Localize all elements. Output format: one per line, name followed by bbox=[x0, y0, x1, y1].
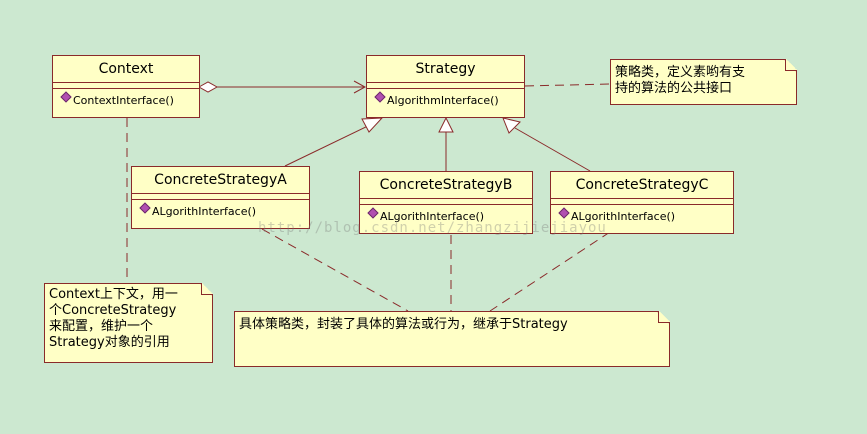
context-attributes bbox=[53, 83, 199, 89]
watermark-text: http://blog.csdn.net/zhangzijiejiayou bbox=[258, 220, 607, 236]
context-note-line: 个ConcreteStrategy bbox=[49, 303, 177, 318]
aggregation-arrowhead bbox=[353, 80, 367, 94]
context-class[interactable]: Context ContextInterface() bbox=[52, 55, 200, 118]
note-anchor-concrete-c bbox=[489, 231, 611, 312]
strategy-operation: AlgorithmInterface() bbox=[367, 89, 524, 107]
concrete-strategy-c-operation-label: ALgorithInterface() bbox=[571, 210, 676, 223]
concrete-strategy-b-class[interactable]: ConcreteStrategyB ALgorithInterface() bbox=[359, 171, 533, 234]
note-fold-corner bbox=[201, 283, 213, 295]
operation-icon bbox=[60, 91, 72, 103]
inherit-triangle-b bbox=[438, 116, 454, 133]
context-note[interactable]: Context上下文，用一 个ConcreteStrategy 来配置，维护一个… bbox=[44, 283, 213, 363]
operation-icon bbox=[558, 207, 570, 219]
concrete-strategy-b-attributes bbox=[360, 199, 532, 205]
concrete-strategy-c-attributes bbox=[551, 199, 733, 205]
concrete-strategy-a-attributes bbox=[132, 194, 309, 200]
concrete-strategy-c-class[interactable]: ConcreteStrategyC ALgorithInterface() bbox=[550, 171, 734, 234]
strategy-note-line: 策略类，定义素哟有支 bbox=[615, 65, 746, 80]
concrete-strategy-b-name: ConcreteStrategyB bbox=[360, 172, 532, 199]
aggregation-diamond bbox=[197, 81, 219, 93]
concrete-strategy-b-operation: ALgorithInterface() bbox=[360, 205, 532, 223]
operation-icon bbox=[374, 91, 386, 103]
concrete-strategy-c-name: ConcreteStrategyC bbox=[551, 172, 733, 199]
concrete-strategy-a-name: ConcreteStrategyA bbox=[132, 167, 309, 194]
concrete-strategy-c-operation: ALgorithInterface() bbox=[551, 205, 733, 223]
concrete-strategy-a-class[interactable]: ConcreteStrategyA ALgorithInterface() bbox=[131, 166, 310, 229]
inherit-triangle-a bbox=[361, 117, 384, 133]
context-note-line: Context上下文，用一 bbox=[49, 287, 178, 302]
strategy-class-name: Strategy bbox=[367, 56, 524, 83]
concrete-strategy-b-operation-label: ALgorithInterface() bbox=[380, 210, 485, 223]
strategy-attributes bbox=[367, 83, 524, 89]
concrete-strategy-note-line: 具体策略类，封装了具体的算法或行为，继承于Strategy bbox=[239, 317, 568, 332]
strategy-class[interactable]: Strategy AlgorithmInterface() bbox=[366, 55, 525, 118]
note-anchor-strategy bbox=[524, 83, 611, 87]
context-operation: ContextInterface() bbox=[53, 89, 199, 107]
note-anchor-concrete-a bbox=[261, 228, 409, 312]
context-class-name: Context bbox=[53, 56, 199, 83]
note-fold-corner bbox=[785, 59, 797, 71]
operation-icon bbox=[367, 207, 379, 219]
concrete-strategy-a-operation-label: ALgorithInterface() bbox=[152, 205, 257, 218]
inherit-line-a bbox=[284, 123, 373, 167]
strategy-operation-label: AlgorithmInterface() bbox=[387, 94, 499, 107]
concrete-strategy-note[interactable]: 具体策略类，封装了具体的算法或行为，继承于Strategy bbox=[234, 311, 670, 367]
context-note-line: 来配置，维护一个 bbox=[49, 319, 154, 334]
note-fold-corner bbox=[658, 311, 670, 323]
inherit-triangle-c bbox=[502, 117, 521, 134]
context-operation-label: ContextInterface() bbox=[73, 94, 174, 107]
concrete-strategy-a-operation: ALgorithInterface() bbox=[132, 200, 309, 218]
strategy-note-line: 持的算法的公共接口 bbox=[615, 81, 733, 96]
strategy-note[interactable]: 策略类，定义素哟有支 持的算法的公共接口 bbox=[610, 59, 797, 105]
context-note-line: Strategy对象的引用 bbox=[49, 335, 170, 350]
inherit-line-c bbox=[514, 127, 591, 172]
operation-icon bbox=[139, 202, 151, 214]
